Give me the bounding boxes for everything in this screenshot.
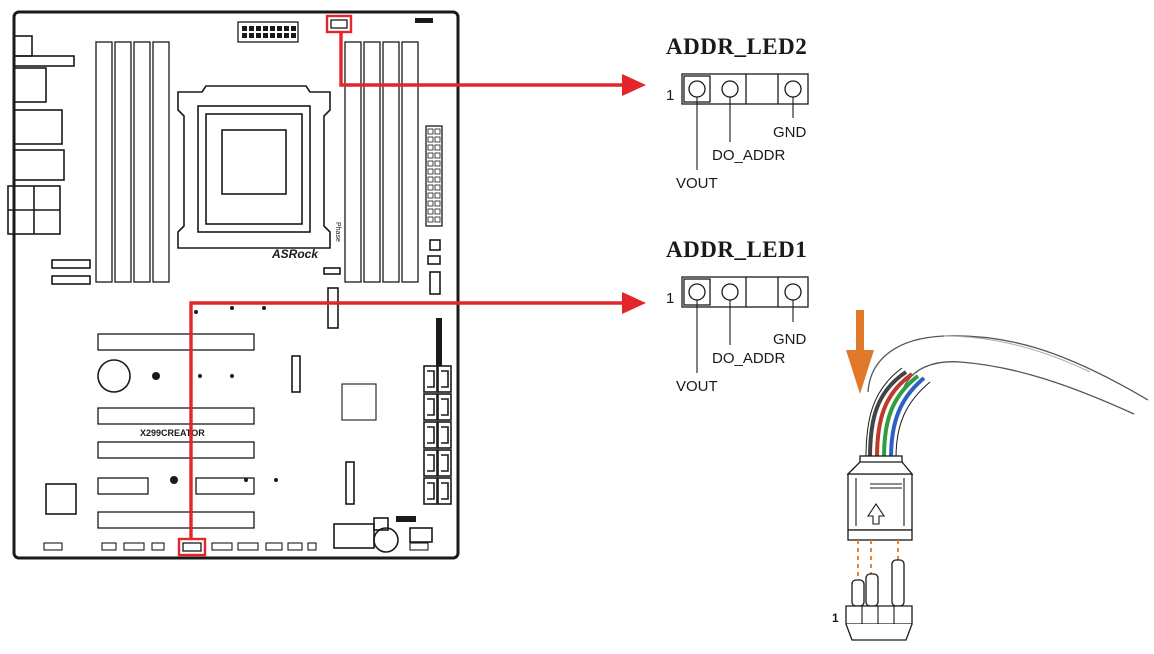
- header-diagram-led1: ADDR_LED1 1 VOUT DO_ADDR GND: [666, 237, 809, 395]
- header-diagram-led2: ADDR_LED2 1 VOUT DO_ADDR GND: [666, 34, 809, 192]
- connector-pin1-label: 1: [832, 611, 839, 625]
- cmos-battery: [97, 359, 131, 393]
- pin-label-doaddr-led2: DO_ADDR: [712, 147, 786, 164]
- cpu-power-connector: [237, 21, 299, 43]
- pin1-label-led2: 1: [666, 87, 674, 104]
- board-model-label: X299CREATOR: [140, 428, 205, 438]
- pin-label-vout-led1: VOUT: [676, 378, 718, 395]
- arrow-head-led1: [622, 292, 646, 314]
- dimm-slots-right: [344, 41, 419, 283]
- board-vertical-mark: Phase: [334, 222, 341, 242]
- pcie-slots: [97, 333, 255, 529]
- connector-arrow-icon: [866, 503, 886, 525]
- sata-ports: [423, 365, 452, 505]
- motherboard: Phase ASRock X299CREATOR: [7, 10, 460, 560]
- addr-led2-board-header: [330, 19, 348, 29]
- board-brand-logo: ASRock: [271, 247, 319, 261]
- chipset: [341, 383, 377, 421]
- cpu-socket: [177, 85, 331, 249]
- dimm-slots-left: [95, 41, 170, 283]
- bottom-headers: [43, 542, 429, 551]
- header-title-led1: ADDR_LED1: [666, 237, 807, 262]
- arrow-head-led2: [622, 74, 646, 96]
- leader-line-led1: [189, 292, 646, 539]
- alignment-guides: [857, 540, 899, 578]
- pin-label-gnd-led1: GND: [773, 331, 807, 348]
- led-cable-connector: 1: [832, 310, 1149, 641]
- header-title-led2: ADDR_LED2: [666, 34, 807, 59]
- addr-led1-board-header: [182, 542, 202, 552]
- pin-header: 1: [832, 559, 913, 641]
- addr-led2-highlight-box: [325, 14, 353, 34]
- pin-label-doaddr-led1: DO_ADDR: [712, 350, 786, 367]
- pin-label-vout-led2: VOUT: [676, 175, 718, 192]
- down-arrow-icon: [846, 310, 874, 394]
- leader-line-led2: [339, 32, 646, 96]
- rear-io: [7, 35, 75, 235]
- pin-label-gnd-led2: GND: [773, 124, 807, 141]
- pin1-label-led1: 1: [666, 290, 674, 307]
